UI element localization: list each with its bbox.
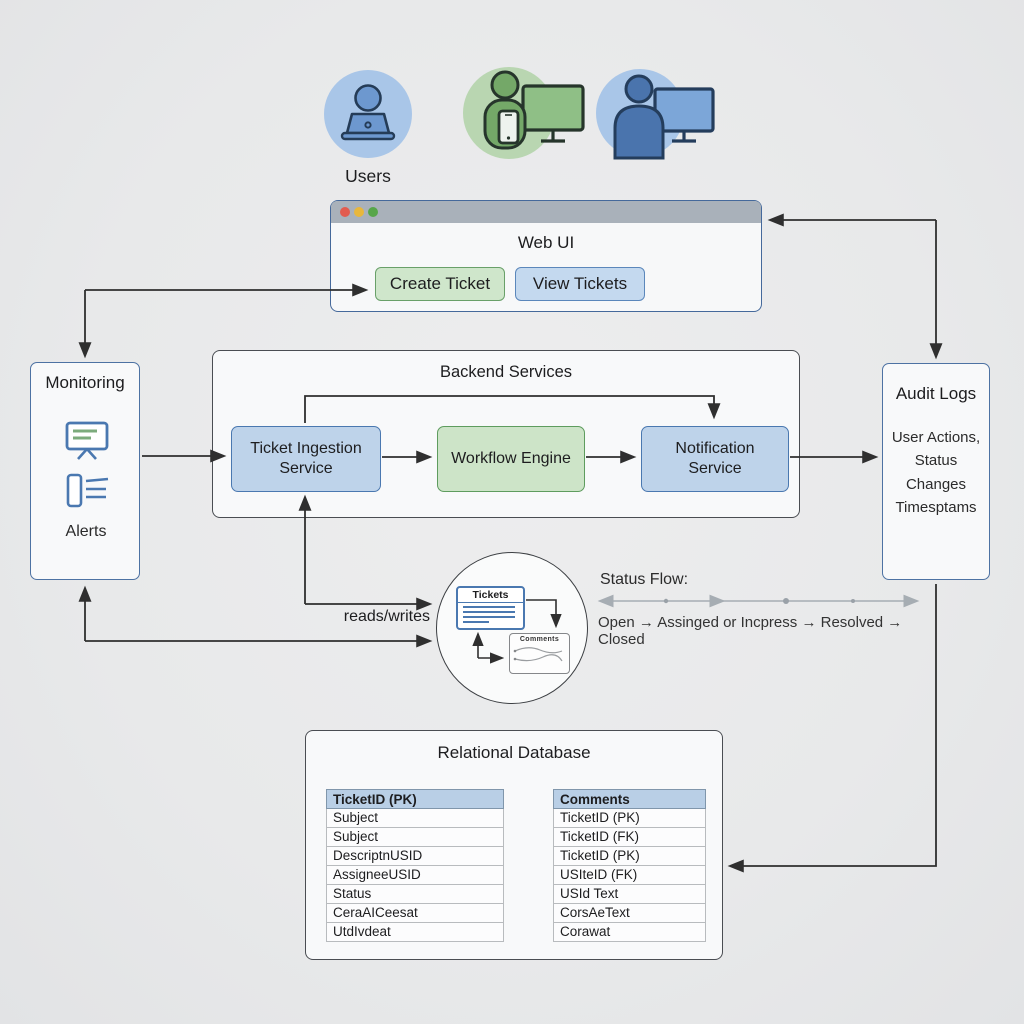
- monitoring-box: Monitoring Alerts: [30, 362, 140, 580]
- alert-list-icon: [66, 473, 109, 508]
- table-row: TicketID (PK): [553, 809, 706, 828]
- monitoring-title: Monitoring: [45, 373, 125, 392]
- table-row: USId Text: [553, 885, 706, 904]
- comments-table-header: Comments: [553, 789, 706, 809]
- comments-table: Comments TicketID (PK) TicketID (FK) Tic…: [553, 789, 706, 942]
- table-row: AssigneeUSID: [326, 866, 504, 885]
- ticket-ingestion-service-box: Ticket Ingestion Service: [231, 426, 381, 492]
- view-tickets-button[interactable]: View Tickets: [515, 267, 645, 301]
- audit-line-1: User Actions,: [891, 429, 981, 446]
- backend-services-box: Backend Services Ticket Ingestion Servic…: [212, 350, 800, 518]
- table-row: UtdIvdeat: [326, 923, 504, 942]
- tickets-table-header: TicketID (PK): [326, 789, 504, 809]
- table-row: Status: [326, 885, 504, 904]
- dashboard-icon: [65, 421, 109, 460]
- table-row: USIteID (FK): [553, 866, 706, 885]
- comments-card: Comments: [509, 633, 570, 674]
- tickets-card-line: [463, 611, 515, 613]
- web-ui-window: Web UI Create Ticket View Tickets: [330, 200, 762, 312]
- audit-line-3: Timesptams: [895, 498, 977, 516]
- users-label: Users: [345, 166, 391, 186]
- create-ticket-button[interactable]: Create Ticket: [375, 267, 505, 301]
- tickets-card-line: [463, 616, 515, 618]
- tickets-table: TicketID (PK) Subject Subject DescriptnU…: [326, 789, 504, 942]
- audit-line-2: Status Changes: [905, 452, 967, 493]
- table-row: DescriptnUSID: [326, 847, 504, 866]
- audit-logs-title: Audit Logs: [895, 384, 977, 403]
- table-row: Subject: [326, 809, 504, 828]
- tickets-card-line: [463, 606, 515, 608]
- comments-card-title: Comments: [519, 636, 560, 643]
- user-phone-monitor-icon: [463, 67, 585, 159]
- alerts-label: Alerts: [65, 523, 107, 540]
- reads-writes-label: reads/writes: [343, 608, 430, 625]
- table-row: CorsAeText: [553, 904, 706, 923]
- web-ui-title: Web UI: [517, 233, 575, 252]
- status-flow-title: Status Flow:: [600, 571, 689, 588]
- backend-services-title: Backend Services: [439, 363, 573, 381]
- database-title: Relational Database: [437, 743, 591, 762]
- user-monitor-icon: [596, 69, 715, 160]
- status-flow-dots: [663, 598, 855, 604]
- table-row: Corawat: [553, 923, 706, 942]
- browser-title-bar: [331, 201, 761, 223]
- comments-scribble-icon: [513, 647, 563, 662]
- tickets-card-title: Tickets: [458, 588, 523, 603]
- table-row: Subject: [326, 828, 504, 847]
- relational-database-box: Relational Database TicketID (PK) Subjec…: [305, 730, 723, 960]
- table-row: CeraAICeesat: [326, 904, 504, 923]
- notification-service-box: Notification Service: [641, 426, 789, 492]
- tickets-card: Tickets: [456, 586, 525, 630]
- workflow-engine-box: Workflow Engine: [437, 426, 585, 492]
- audit-logs-box: Audit Logs User Actions, Status Changes …: [882, 363, 990, 580]
- close-traffic-light-icon: [340, 207, 350, 217]
- table-row: TicketID (FK): [553, 828, 706, 847]
- minimize-traffic-light-icon: [354, 207, 364, 217]
- tickets-card-line: [463, 621, 489, 623]
- zoom-traffic-light-icon: [368, 207, 378, 217]
- status-flow-sequence: Open → Assinged or Incpress → Resolved →…: [598, 614, 903, 648]
- table-row: TicketID (PK): [553, 847, 706, 866]
- user-laptop-icon: [324, 70, 412, 158]
